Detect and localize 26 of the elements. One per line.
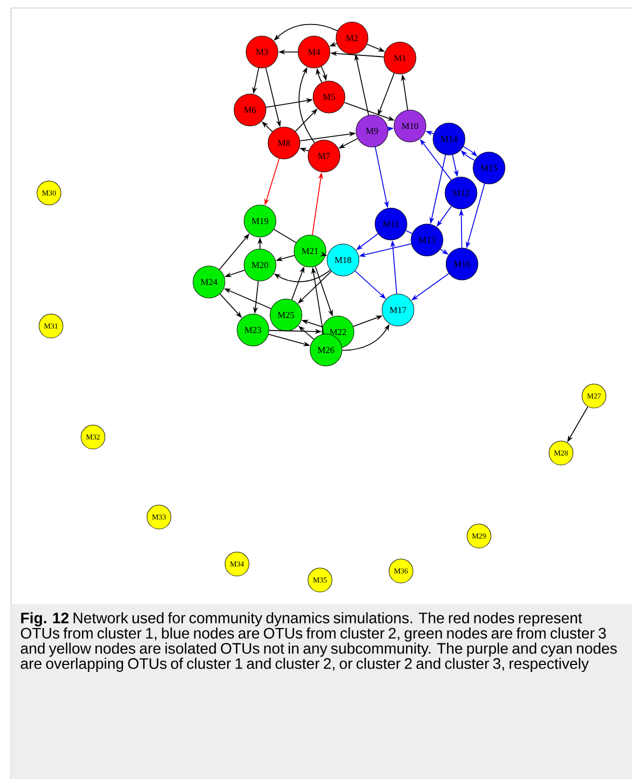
network-node: M13	[410, 224, 444, 256]
network-node: M4	[298, 36, 330, 68]
network-node: M26	[310, 334, 342, 366]
network-node: M24	[192, 266, 226, 298]
network-node: M11	[374, 208, 408, 240]
network-node: M16	[446, 248, 478, 280]
network-node: M2	[336, 22, 368, 54]
network-node: M14	[432, 122, 466, 156]
network-node: M1	[384, 42, 416, 74]
network-node: M12	[444, 176, 478, 210]
network-node: M5	[312, 80, 346, 114]
network-node: M23	[236, 314, 270, 346]
network-node: M17	[382, 294, 414, 326]
network-node: M19	[244, 204, 276, 238]
network-node: M20	[244, 248, 276, 282]
network-node: M21	[294, 234, 326, 268]
network-node: M7	[308, 140, 340, 172]
network-node: M15	[472, 152, 506, 184]
network-node: M3	[246, 36, 278, 68]
network-node: M25	[270, 298, 302, 332]
network-node: M6	[234, 94, 266, 126]
network-node: M8	[268, 126, 300, 160]
network-node: M10	[394, 110, 426, 142]
network-node: M9	[356, 114, 388, 148]
caption: Fig. 12 Network used for community dynamics simulations. The red nodes represent OTUs from cluster 1, blue nodes are OTUs from cluster 2, green nodes are from cluster 3 and yellow nodes are isolated OTUs not in any subcommunity. The purple and cyan nodes are overlapping OTUs of cluster 1 and cluster 2, or cluster 2 and cluster 3, respectively	[20, 612, 617, 672]
network-node: M18	[326, 244, 360, 276]
